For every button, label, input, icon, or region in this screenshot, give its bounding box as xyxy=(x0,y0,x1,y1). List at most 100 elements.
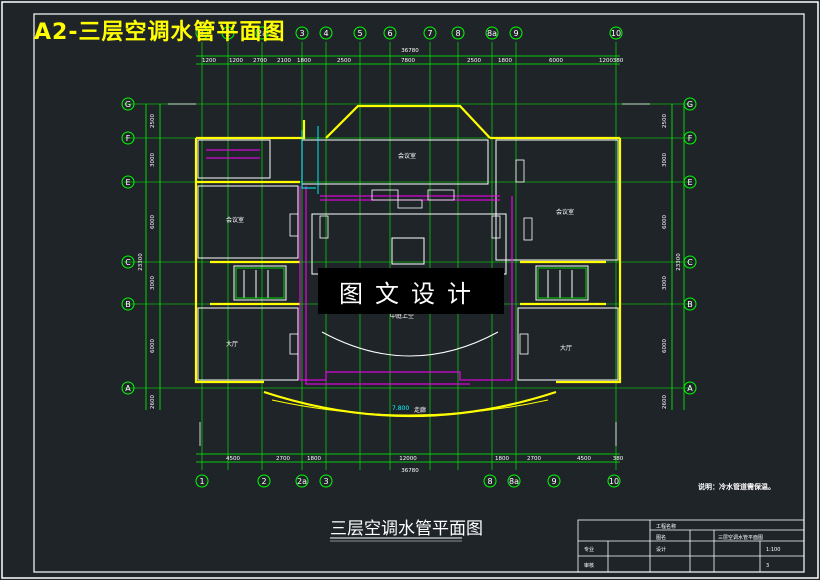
tb-scale: 1:100 xyxy=(766,547,780,553)
dimension-value: 380 xyxy=(613,456,624,462)
tb-row-label: 设计 xyxy=(656,546,666,553)
vertical-grid-lines xyxy=(201,42,617,470)
axis-label-top: 7 xyxy=(427,29,432,38)
axis-label-side: F xyxy=(688,134,693,143)
dimension-value: 3000 xyxy=(150,153,156,167)
axis-bubble-top xyxy=(451,26,465,40)
axis-label-top: 9 xyxy=(513,29,518,38)
axis-label-side: G xyxy=(687,100,693,109)
dimension-value: 1800 xyxy=(307,456,321,462)
top-total-dimension: 36780 xyxy=(401,48,419,54)
dimension-value: 7800 xyxy=(401,58,415,64)
dimension-value: 2700 xyxy=(527,456,541,462)
axis-label-top: 10 xyxy=(611,29,621,38)
dimension-value: 2600 xyxy=(662,395,668,409)
axis-label-side: B xyxy=(687,300,693,309)
axis-label-top: 8a xyxy=(487,29,497,38)
axis-label-side: E xyxy=(125,178,130,187)
axis-label-top: 2 xyxy=(225,29,230,38)
room-label: 会议室 xyxy=(226,216,244,224)
tb-row-label: 专业 xyxy=(584,546,594,553)
axis-bubble-top xyxy=(485,26,499,40)
dimension-value: 2700 xyxy=(253,58,267,64)
axis-bubble-side xyxy=(121,255,135,269)
axis-bubble-top xyxy=(319,26,333,40)
left-total-dimension: 23300 xyxy=(138,253,144,271)
dimension-value: 2500 xyxy=(662,114,668,128)
axis-label-side: C xyxy=(687,258,693,267)
dimension-value: 3000 xyxy=(150,276,156,290)
title-block xyxy=(577,519,805,573)
axis-label-bottom: 3 xyxy=(323,477,328,486)
axis-bubble-top xyxy=(353,26,367,40)
axis-bubble-top xyxy=(221,26,235,40)
axis-bubble-side xyxy=(121,175,135,189)
misc-marks xyxy=(168,103,650,446)
axis-bubble-bottom xyxy=(547,474,561,488)
axis-label-top: 1 xyxy=(199,29,204,38)
tb-sheet: 3 xyxy=(766,563,769,569)
axis-bubble-side xyxy=(121,381,135,395)
axis-label-top: 8 xyxy=(455,29,460,38)
room-label: 大厅 xyxy=(226,340,238,348)
dimension-value: 3000 xyxy=(662,276,668,290)
drawing-note: 说明：冷水管道需保温。 xyxy=(698,483,775,491)
axis-bubble-top xyxy=(609,26,623,40)
axis-label-bottom: 10 xyxy=(609,477,619,486)
building-walls xyxy=(194,104,622,418)
dimension-value: 1200 xyxy=(599,58,613,64)
axis-bubble-side xyxy=(683,97,697,111)
dimension-value: 6000 xyxy=(662,215,668,229)
axis-label-side: C xyxy=(125,258,131,267)
dimension-value: 3000 xyxy=(662,153,668,167)
dimension-value: 1800 xyxy=(495,456,509,462)
right-total-dimension: 23300 xyxy=(676,253,682,271)
axis-label-side: G xyxy=(125,100,131,109)
dimension-value: 2500 xyxy=(150,114,156,128)
dimension-value: 1200 xyxy=(229,58,243,64)
axis-label-bottom: 8a xyxy=(509,477,519,486)
room-label: 大厅 xyxy=(560,344,572,352)
dimension-value: 2500 xyxy=(467,58,481,64)
axis-bubble-bottom xyxy=(195,474,209,488)
drawing-frame xyxy=(33,13,805,573)
axis-bubble-top xyxy=(255,26,269,40)
dimension-value: 6000 xyxy=(549,58,563,64)
axis-bubble-bottom xyxy=(483,474,497,488)
axis-bubble-side xyxy=(683,381,697,395)
dimension-lines xyxy=(145,55,685,463)
room-label: 走廊 xyxy=(414,406,426,414)
elevation-mark: 7.800 xyxy=(392,405,409,412)
dimension-value: 2500 xyxy=(337,58,351,64)
axis-label-side: E xyxy=(687,178,692,187)
interior-walls xyxy=(197,139,619,381)
tb-company: 工程名称 xyxy=(656,523,676,530)
axis-bubble-top xyxy=(509,26,523,40)
tb-project: 图名 xyxy=(656,534,666,541)
dimension-value: 4500 xyxy=(577,456,591,462)
dimension-value: 380 xyxy=(613,58,624,64)
axis-label-top: 2a xyxy=(257,29,267,38)
axis-bubble-top xyxy=(383,26,397,40)
water-pipes xyxy=(206,149,513,385)
stair-hatch xyxy=(235,267,587,299)
axis-bubble-side xyxy=(121,297,135,311)
axis-bubble-side xyxy=(121,131,135,145)
axis-label-side: F xyxy=(126,134,131,143)
sheet-badge: A2-三层空调水管平面图 xyxy=(34,20,286,45)
bottom-total-dimension: 36780 xyxy=(401,468,419,474)
axis-label-bottom: 1 xyxy=(199,477,204,486)
dimension-value: 2700 xyxy=(276,456,290,462)
dimension-value: 1800 xyxy=(297,58,311,64)
drain-pipes xyxy=(301,126,319,194)
dimension-value: 1200 xyxy=(202,58,216,64)
axis-label-bottom: 8 xyxy=(487,477,492,486)
dimension-value: 6000 xyxy=(662,339,668,353)
axis-label-bottom: 2a xyxy=(297,477,307,486)
room-label: 会议室 xyxy=(398,152,416,160)
axis-bubble-side xyxy=(121,97,135,111)
axis-bubble-top xyxy=(295,26,309,40)
axis-bubble-top xyxy=(195,26,209,40)
axis-label-side: A xyxy=(687,384,693,393)
